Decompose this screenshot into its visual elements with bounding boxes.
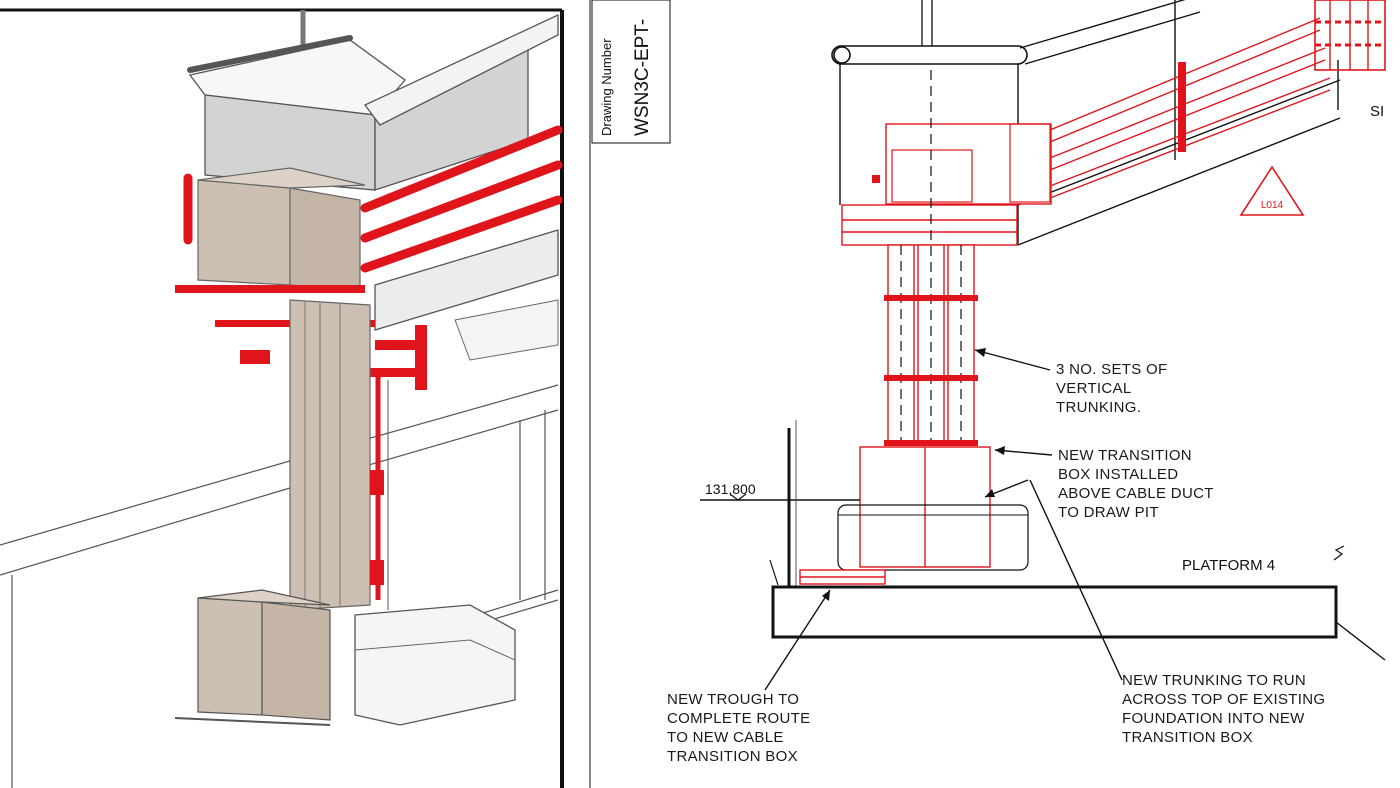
red-vertical-cable: [370, 370, 389, 610]
platform-label: PLATFORM 4: [1182, 557, 1275, 574]
level-marker-text: 131,800: [705, 481, 756, 497]
upper-transition-box: [197, 167, 366, 291]
vertical-trunking-column: [289, 299, 371, 611]
drawing-number-value: WSN3C-EPT-: [632, 19, 653, 136]
revision-tag-text: L014: [1261, 200, 1284, 211]
edge-label: SI: [1370, 103, 1384, 120]
canopy-frame: [187, 13, 559, 361]
canopy-outline: [831, 0, 1341, 246]
red-horizontal-trunking: [1049, 0, 1386, 199]
drawing-number-label: Drawing Number: [599, 38, 614, 136]
platform-slab: PLATFORM 4: [771, 545, 1386, 661]
callout-vertical-trunking: 3 NO. SETS OF VERTICAL TRUNKING.: [1056, 361, 1172, 416]
callout-arrowheads: [822, 348, 1005, 601]
level-marker: 131,800: [700, 481, 860, 501]
upper-junction-box: [841, 123, 1052, 246]
lower-transition-box-elevation: [799, 446, 1029, 585]
red-cable-bundle: [183, 125, 563, 273]
lower-transition-box: [174, 589, 331, 726]
elevation-drawing: Drawing Number WSN3C-EPT-: [591, 0, 1386, 765]
concrete-foundation: [354, 604, 516, 726]
revision-triangle: L014: [1239, 165, 1305, 216]
callout-transition-box: NEW TRANSITION BOX INSTALLED ABOVE CABLE…: [1058, 447, 1218, 521]
drawing-number-block: Drawing Number WSN3C-EPT-: [591, 0, 671, 144]
vertical-trunking-sets: [884, 70, 978, 446]
model-3d-view: [0, 0, 566, 788]
existing-post: [769, 420, 797, 590]
callout-new-trunking-run: NEW TRUNKING TO RUN ACROSS TOP OF EXISTI…: [1122, 672, 1330, 746]
callout-new-trough: NEW TROUGH TO COMPLETE ROUTE TO NEW CABL…: [667, 691, 815, 765]
